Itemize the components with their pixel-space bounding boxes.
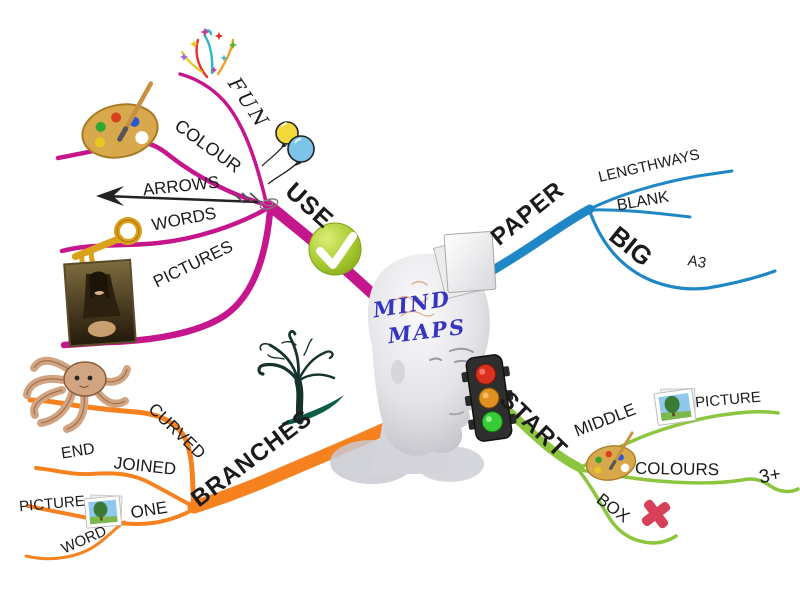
subtopic-colours: COLOURS	[634, 458, 720, 480]
human-head-icon	[330, 253, 490, 484]
balloons-icon	[261, 121, 315, 185]
lengthways-branch	[588, 169, 734, 211]
paint-palette-icon	[585, 431, 637, 481]
blank-branch	[588, 208, 692, 219]
picture-icon	[83, 491, 125, 529]
tree-icon	[257, 330, 344, 426]
octopus-icon	[23, 356, 131, 433]
box-branch	[578, 470, 678, 545]
branches-main-branch	[187, 414, 409, 514]
arrow-icon	[96, 186, 279, 210]
subtopic-a3: A3	[686, 252, 708, 272]
traffic-light-icon	[461, 354, 517, 442]
mona-lisa-icon	[63, 258, 137, 348]
curved-branch	[27, 397, 197, 510]
pictures-branch	[60, 208, 274, 349]
paper-sheets-icon	[433, 231, 497, 300]
use-branch	[55, 72, 401, 349]
check-ball-icon	[308, 222, 362, 276]
subtopic-colours-min: 3+	[757, 463, 783, 489]
colours-branch	[578, 468, 800, 494]
red-cross-icon	[641, 499, 671, 529]
use-main-branch	[262, 199, 401, 321]
words-branch	[59, 205, 271, 254]
picture-icon	[652, 384, 700, 426]
fun-branch	[178, 72, 268, 204]
joined-branch	[34, 466, 196, 509]
paint-palette-icon	[81, 81, 159, 159]
word-branch	[24, 520, 126, 561]
fireworks-icon	[180, 27, 238, 79]
key-icon	[71, 217, 142, 268]
big-branch	[588, 210, 777, 291]
